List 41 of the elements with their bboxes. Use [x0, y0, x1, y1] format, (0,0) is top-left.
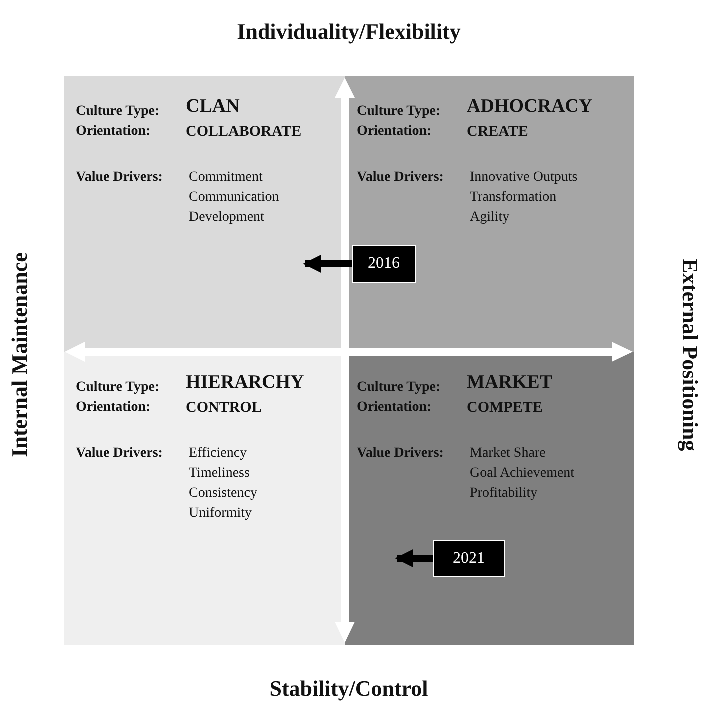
orientation-value: CONTROL [186, 400, 262, 417]
field-label: Value Drivers: [357, 170, 444, 186]
value-driver: Uniformity [189, 506, 252, 522]
value-driver: Development [189, 210, 264, 226]
culture-type-name: ADHOCRACY [467, 96, 593, 118]
field-label: Culture Type: [357, 104, 441, 120]
culture-type-name: HIERARCHY [186, 372, 304, 394]
year-marker: 2021 [433, 540, 505, 577]
arrow [303, 254, 352, 274]
field-label: Orientation: [357, 124, 432, 140]
field-label: Culture Type: [76, 104, 160, 120]
axis-label: External Positioning [677, 258, 703, 452]
value-driver: Innovative Outputs [470, 170, 578, 186]
axis-label: Individuality/Flexibility [237, 19, 461, 45]
field-label: Orientation: [76, 400, 151, 416]
axis-label: Stability/Control [270, 676, 428, 702]
value-driver: Profitability [470, 486, 538, 502]
field-label: Orientation: [357, 400, 432, 416]
field-label: Value Drivers: [76, 170, 163, 186]
value-driver: Commitment [189, 170, 263, 186]
culture-type-name: MARKET [467, 372, 552, 394]
axis-label: Internal Maintenance [7, 252, 33, 458]
value-driver: Timeliness [189, 466, 250, 482]
orientation-value: COLLABORATE [186, 124, 302, 141]
value-driver: Goal Achievement [470, 466, 575, 482]
value-driver: Consistency [189, 486, 258, 502]
arrow [395, 549, 433, 568]
culture-type-name: CLAN [186, 96, 240, 118]
field-label: Orientation: [76, 124, 151, 140]
value-driver: Agility [470, 210, 510, 226]
orientation-value: COMPETE [467, 400, 543, 417]
orientation-value: CREATE [467, 124, 528, 141]
value-driver: Efficiency [189, 446, 248, 462]
value-driver: Transformation [470, 190, 557, 206]
field-label: Culture Type: [357, 380, 441, 396]
field-label: Value Drivers: [76, 446, 163, 462]
value-driver: Communication [189, 190, 280, 206]
year-marker: 2016 [352, 245, 416, 283]
field-label: Culture Type: [76, 380, 160, 396]
field-label: Value Drivers: [357, 446, 444, 462]
value-driver: Market Share [470, 446, 546, 462]
